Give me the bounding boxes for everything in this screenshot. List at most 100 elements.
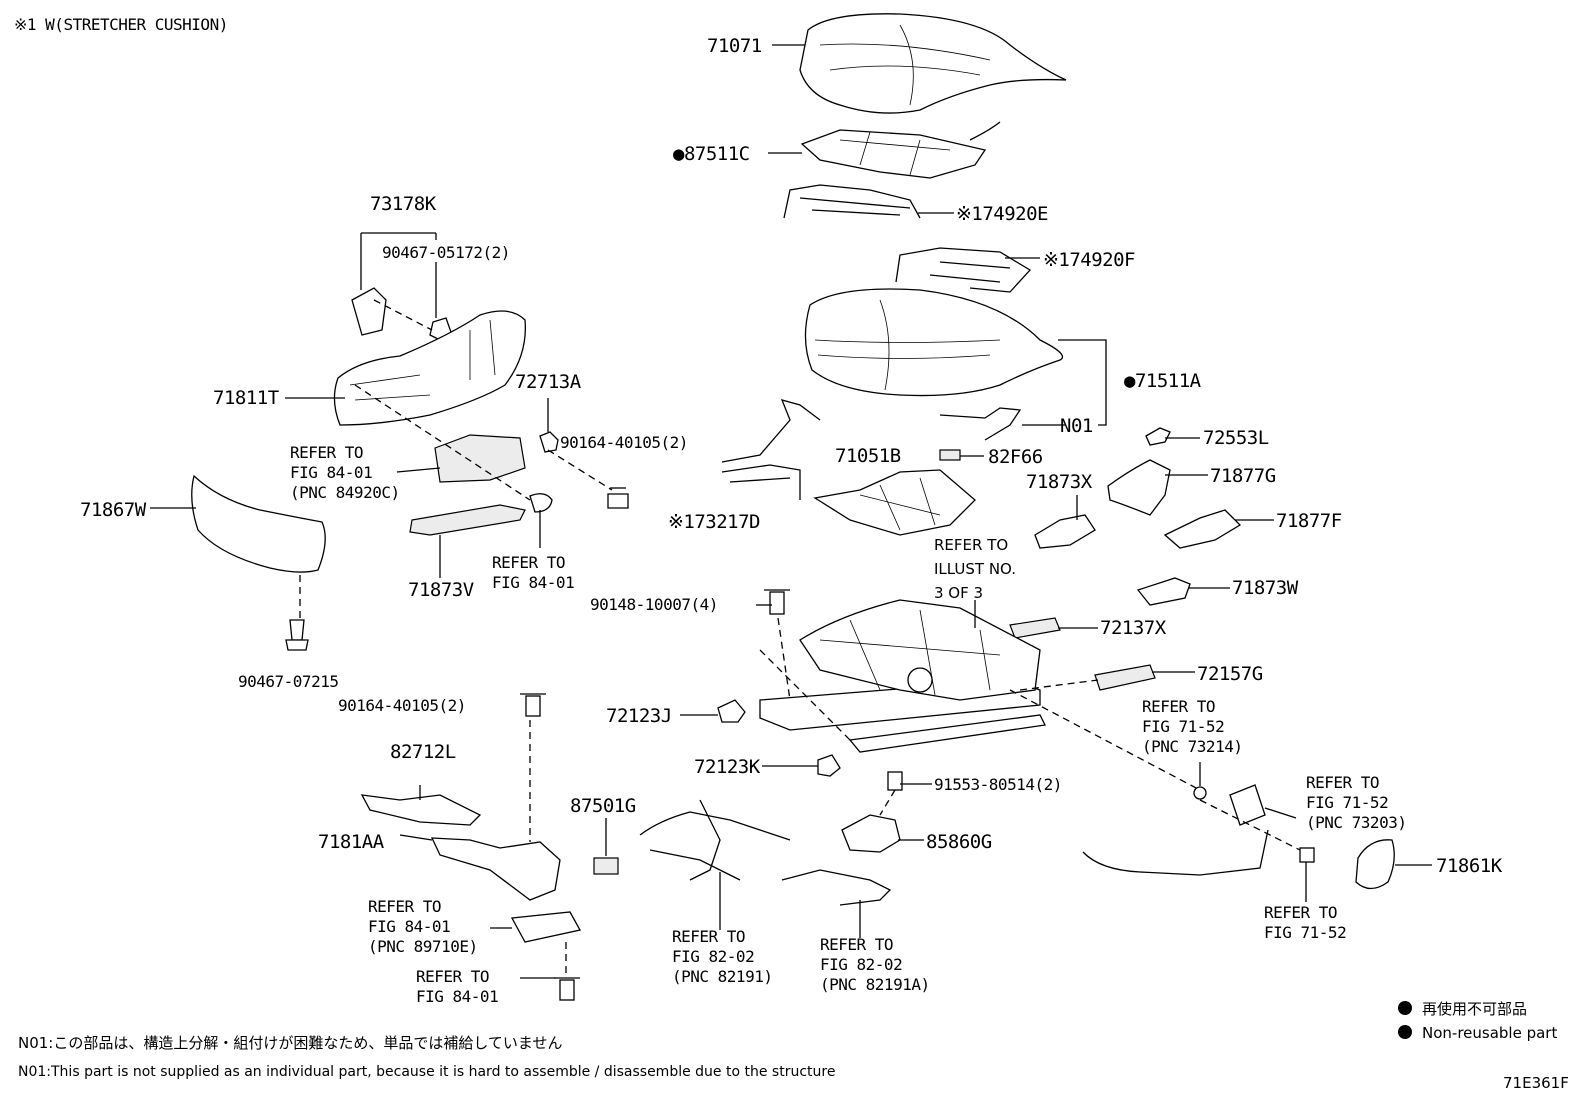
- label-72123K: 72123K: [694, 756, 761, 778]
- refer-illust-3-of-3: REFER TO ILLUST NO. 3 OF 3: [934, 536, 1016, 602]
- svg-text:(PNC 82191): (PNC 82191): [672, 967, 772, 986]
- svg-text:ILLUST NO.: ILLUST NO.: [934, 560, 1016, 578]
- cover-71873V-drawing: [409, 504, 526, 536]
- screw-90164-40105-lower: [520, 693, 546, 717]
- label-71877F: 71877F: [1276, 510, 1342, 532]
- svg-text:(PNC 82191A): (PNC 82191A): [820, 975, 930, 994]
- note-n01-en: N01:This part is not supplied as an indi…: [18, 1064, 835, 1080]
- label-90467-07215: 90467-07215: [238, 672, 338, 691]
- label-71071: 71071: [707, 35, 762, 57]
- note-n01-jp: N01:この部品は、構造上分解・組付けが困難なため、単品では補給していません: [18, 1034, 562, 1052]
- cover-72123J-drawing: [717, 699, 746, 723]
- label-71811T: 71811T: [213, 387, 279, 409]
- label-82F66: 82F66: [988, 446, 1043, 468]
- svg-text:REFER TO: REFER TO: [1264, 903, 1337, 922]
- svg-text:(PNC 73214): (PNC 73214): [1142, 737, 1242, 756]
- cover-72157G-drawing: [1094, 664, 1156, 691]
- harness-N01-drawing: [939, 407, 1022, 441]
- refer-71-52: REFER TO FIG 71-52: [1264, 903, 1347, 942]
- label-90148-10007: 90148-10007(4): [590, 595, 718, 614]
- svg-text:FIG 82-02: FIG 82-02: [820, 955, 902, 974]
- svg-text:FIG 82-02: FIG 82-02: [672, 947, 754, 966]
- legend-jp: 再使用不可部品: [1422, 1000, 1527, 1018]
- cover-72553L-drawing: [1145, 427, 1171, 446]
- cover-7181AA-drawing: [430, 837, 561, 901]
- refer-84-01-pnc-84920c: REFER TO FIG 84-01 (PNC 84920C): [290, 443, 400, 502]
- svg-text:REFER TO: REFER TO: [290, 443, 363, 462]
- label-91553-80514: 91553-80514(2): [934, 775, 1062, 794]
- power-seat-switch-drawing: [434, 434, 526, 483]
- label-90164-40105-upper: 90164-40105(2): [560, 433, 688, 452]
- label-72123J: 72123J: [606, 705, 672, 727]
- cover-71877G-drawing: [1107, 459, 1171, 516]
- svg-text:FIG 84-01: FIG 84-01: [368, 917, 450, 936]
- screw-refer-84-01-upper: [529, 493, 553, 513]
- legend-en: Non-reusable part: [1422, 1024, 1557, 1042]
- bolt-90148-10007: [764, 589, 790, 615]
- svg-text:REFER TO: REFER TO: [820, 935, 893, 954]
- bracket-82712L-drawing: [360, 794, 482, 826]
- label-71861K: 71861K: [1436, 855, 1503, 877]
- svg-text:3 OF 3: 3 OF 3: [934, 584, 983, 602]
- harness-82191-drawing: [639, 799, 791, 881]
- svg-text:FIG 71-52: FIG 71-52: [1306, 793, 1388, 812]
- seat-belt-buckle-drawing: [1082, 784, 1269, 876]
- clip-90467-07215: [285, 619, 309, 651]
- svg-text:REFER TO: REFER TO: [416, 967, 489, 986]
- label-72137X: 72137X: [1100, 617, 1167, 639]
- svg-text:FIG 71-52: FIG 71-52: [1142, 717, 1224, 736]
- label-73178K: 73178K: [370, 193, 437, 215]
- label-72553L: 72553L: [1203, 427, 1269, 449]
- screw-91553-80514-drawing: [887, 771, 903, 791]
- cover-72123K-drawing: [817, 754, 841, 777]
- cover-72713A-drawing: [539, 431, 559, 453]
- label-87511C: ●87511C: [673, 143, 750, 165]
- screw-refer-84-01-lower: [554, 977, 580, 1001]
- legend: 再使用不可部品 Non-reusable part: [1398, 1000, 1557, 1042]
- connector-87501G-drawing: [593, 857, 619, 875]
- seat-cushion-pad-71511A: [804, 288, 1064, 397]
- label-90164-40105-lower: 90164-40105(2): [338, 696, 466, 715]
- svg-text:FIG 84-01: FIG 84-01: [492, 573, 574, 592]
- label-87501G: 87501G: [570, 795, 636, 817]
- cover-71877F-drawing: [1163, 509, 1242, 549]
- svg-text:(PNC 73203): (PNC 73203): [1306, 813, 1406, 832]
- nut-73214-drawing: [1193, 786, 1207, 800]
- refer-82-02-pnc-82191a: REFER TO FIG 82-02 (PNC 82191A): [820, 935, 930, 994]
- connector-82F66-drawing: [939, 449, 961, 461]
- header-note: ※1 W(STRETCHER CUSHION): [14, 15, 228, 34]
- svg-text:REFER TO: REFER TO: [1306, 773, 1379, 792]
- label-N01: N01: [1060, 415, 1093, 437]
- legend-bullet-icon: [1398, 1025, 1412, 1039]
- refer-71-52-pnc-73214: REFER TO FIG 71-52 (PNC 73214): [1142, 697, 1243, 756]
- svg-text:REFER TO: REFER TO: [492, 553, 565, 572]
- label-72713A: 72713A: [515, 371, 582, 393]
- cover-71873X-drawing: [1034, 514, 1096, 549]
- cover-71861K-drawing: [1355, 839, 1395, 890]
- label-73217D: ※173217D: [668, 511, 760, 533]
- label-71511A: ●71511A: [1124, 370, 1202, 392]
- stretcher-wire-74920F: [895, 247, 1032, 293]
- svg-text:(PNC 84920C): (PNC 84920C): [290, 483, 400, 502]
- label-71873W: 71873W: [1232, 577, 1299, 599]
- refer-84-01-upper: REFER TO FIG 84-01: [492, 553, 575, 592]
- ecu-89710E-drawing: [510, 911, 581, 943]
- svg-text:REFER TO: REFER TO: [672, 927, 745, 946]
- label-7181AA: 7181AA: [318, 831, 385, 853]
- figure-code: 71E361F: [1503, 1074, 1569, 1092]
- label-74920F: ※174920F: [1043, 249, 1135, 271]
- refer-84-01-pnc-89710e: REFER TO FIG 84-01 (PNC 89710E): [368, 897, 478, 956]
- label-74920E: ※174920E: [956, 203, 1048, 225]
- refer-84-01-lower: REFER TO FIG 84-01: [416, 967, 499, 1006]
- svg-text:FIG 71-52: FIG 71-52: [1264, 923, 1346, 942]
- svg-text:FIG 84-01: FIG 84-01: [416, 987, 498, 1006]
- cover-71873W-drawing: [1136, 577, 1191, 606]
- assembly-dashed-lines: [299, 299, 1301, 975]
- seat-side-shield-71811T: [333, 310, 526, 426]
- svg-text:FIG 84-01: FIG 84-01: [290, 463, 372, 482]
- svg-text:REFER TO: REFER TO: [368, 897, 441, 916]
- harness-82191A-drawing: [781, 869, 892, 906]
- screw-90164-40105-upper: [607, 487, 629, 509]
- seat-spring-assembly-71051B: [813, 469, 976, 536]
- label-71051B: 71051B: [835, 445, 901, 467]
